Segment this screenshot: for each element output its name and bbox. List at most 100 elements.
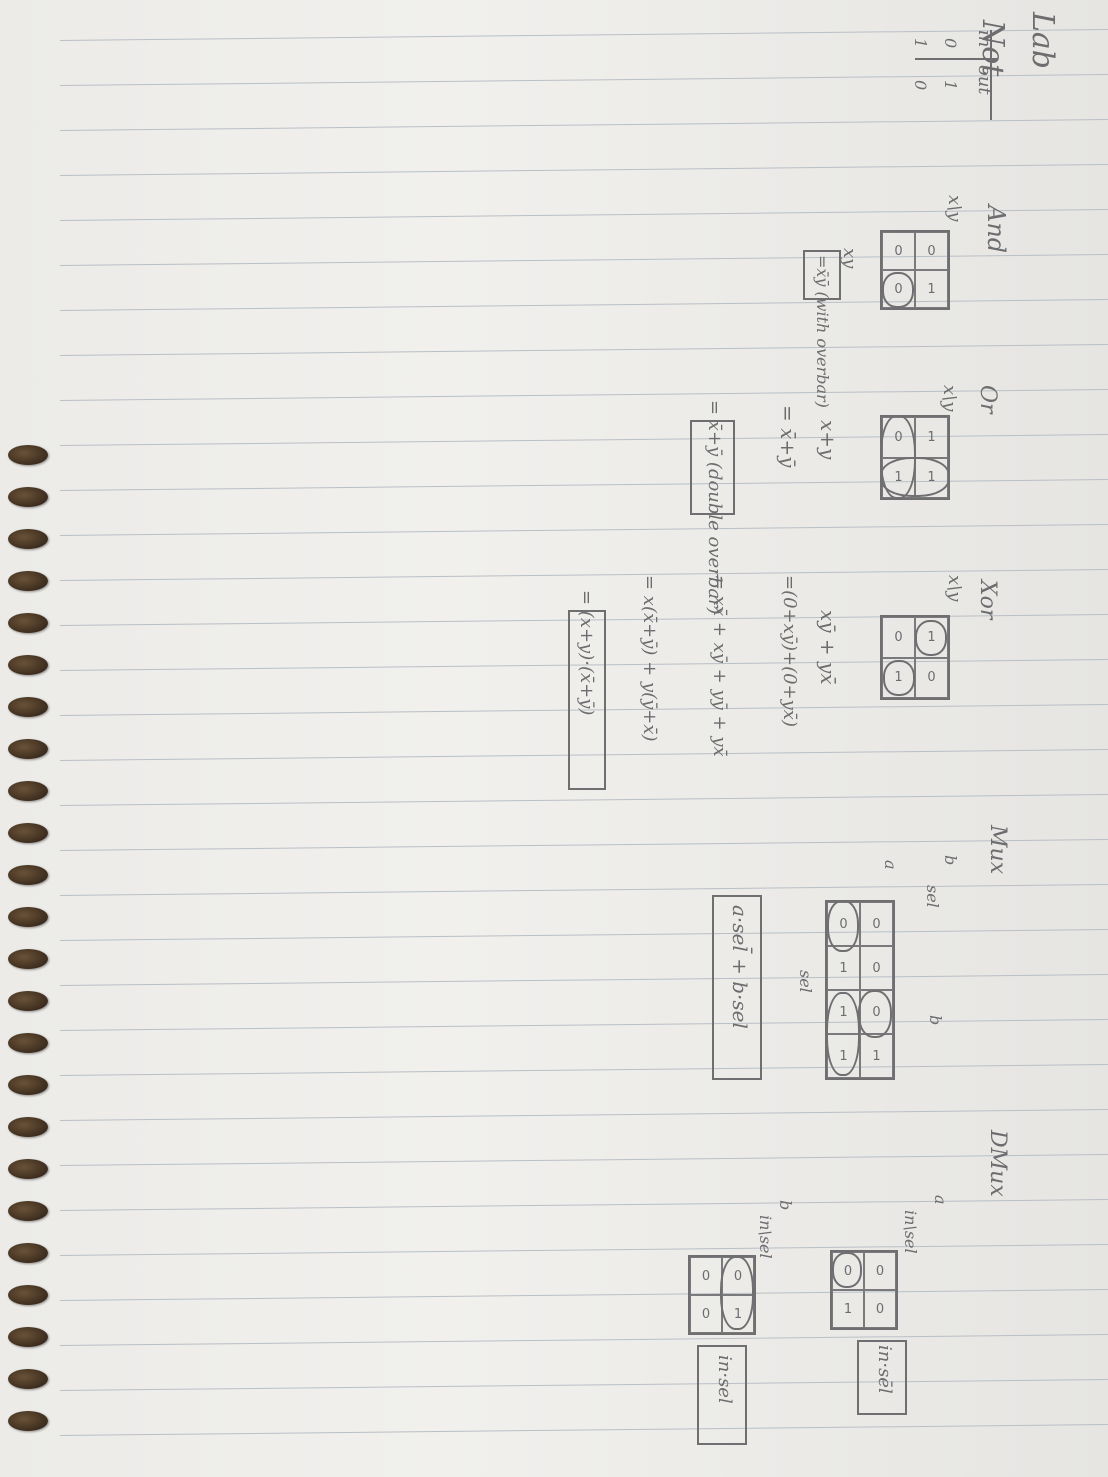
or-expr: x+y xyxy=(816,420,840,460)
dmux-b-label: b xyxy=(776,1200,795,1211)
ruled-line xyxy=(59,1154,1108,1166)
binding-hole xyxy=(8,1369,48,1389)
kmap-cell: 0 xyxy=(864,1290,896,1328)
not-row2-out: 0 xyxy=(911,80,930,91)
not-row1-in: 0 xyxy=(941,38,960,49)
not-header-divider xyxy=(990,30,992,120)
binding-hole xyxy=(8,991,48,1011)
kmap-cell: 1 xyxy=(915,417,948,458)
mux-title: Mux xyxy=(985,825,1010,875)
not-row1-out: 1 xyxy=(941,80,960,91)
binding-hole xyxy=(8,697,48,717)
ruled-line xyxy=(59,1244,1108,1256)
ruled-line xyxy=(59,164,1108,176)
kmap-cell: 0 xyxy=(690,1295,722,1333)
not-table-divider xyxy=(915,58,997,60)
ruled-line xyxy=(59,524,1108,536)
ruled-line xyxy=(59,1109,1108,1121)
binding-hole xyxy=(8,1117,48,1137)
mux-result: a·sel̄ + b·sel xyxy=(728,905,752,1029)
xor-step2: = xx̄ + xȳ + yȳ + yx̄ xyxy=(709,575,730,757)
binding-hole xyxy=(8,1201,48,1221)
binding-hole xyxy=(8,529,48,549)
binding-hole xyxy=(8,1159,48,1179)
ruled-line xyxy=(59,344,1108,356)
binding-hole xyxy=(8,1075,48,1095)
mux-circle-1 xyxy=(827,900,859,952)
or-axis: x\y xyxy=(939,385,960,412)
binding-hole xyxy=(8,655,48,675)
kmap-cell: 0 xyxy=(860,946,893,990)
ruled-line xyxy=(59,119,1108,131)
kmap-cell: 1 xyxy=(832,1290,864,1328)
xor-axis: x\y xyxy=(944,575,965,602)
mux-circle-3 xyxy=(826,992,860,1076)
not-row2-in: 1 xyxy=(911,38,930,49)
mux-b-bracket-label: b xyxy=(926,1015,945,1026)
binding-hole xyxy=(8,949,48,969)
binding-hole xyxy=(8,1411,48,1431)
binding-hole xyxy=(8,823,48,843)
kmap-cell: 0 xyxy=(690,1257,722,1295)
ruled-line xyxy=(59,929,1108,941)
spiral-binding xyxy=(0,0,60,1477)
or-grouping-circle-2 xyxy=(880,457,950,497)
binding-hole xyxy=(8,1285,48,1305)
xor-result-box xyxy=(568,610,606,790)
lab-heading: Lab xyxy=(1025,12,1060,70)
dmux-a-result-box xyxy=(857,1340,907,1415)
kmap-cell: 0 xyxy=(864,1252,896,1290)
kmap-cell: 1 xyxy=(827,946,860,990)
kmap-cell: 0 xyxy=(882,232,915,270)
dmux-a-result: in·sēl xyxy=(874,1345,895,1394)
binding-hole xyxy=(8,907,48,927)
mux-label-b: b xyxy=(941,855,960,866)
mux-sel-bracket-label: sel xyxy=(796,970,815,993)
binding-hole xyxy=(8,865,48,885)
ruled-line xyxy=(59,434,1108,446)
ruled-line xyxy=(59,1379,1108,1391)
and-expr: xy xyxy=(839,248,860,269)
dmux-b-result-box xyxy=(697,1345,747,1445)
xor-title: Xor xyxy=(975,580,1000,620)
binding-hole xyxy=(8,781,48,801)
mux-result-box xyxy=(712,895,762,1080)
dmux-title: DMux xyxy=(985,1130,1010,1197)
xor-step3: = x(x̄+ȳ) + y(ȳ+x̄) xyxy=(639,575,660,742)
ruled-line xyxy=(59,254,1108,266)
dmux-b-axis: in\sel xyxy=(756,1215,775,1259)
ruled-line xyxy=(59,1334,1108,1346)
ruled-line xyxy=(59,479,1108,491)
or-step1: = x̄+ȳ xyxy=(776,405,800,468)
binding-hole xyxy=(8,487,48,507)
xor-circle-2 xyxy=(883,660,915,696)
and-axis: x\y xyxy=(944,195,965,222)
mux-label-sel: sel xyxy=(923,885,942,908)
xor-circle-1 xyxy=(915,620,947,656)
binding-hole xyxy=(8,739,48,759)
or-title: Or xyxy=(975,385,1000,414)
dmux-a-circle xyxy=(832,1252,862,1288)
kmap-cell: 0 xyxy=(882,617,915,658)
ruled-line xyxy=(59,839,1108,851)
and-grouping-circle xyxy=(882,272,914,308)
ruled-line xyxy=(59,1019,1108,1031)
binding-hole xyxy=(8,445,48,465)
kmap-cell: 0 xyxy=(860,902,893,946)
ruled-line xyxy=(59,974,1108,986)
binding-hole xyxy=(8,613,48,633)
ruled-line xyxy=(59,1064,1108,1076)
dmux-a-label: a xyxy=(931,1195,950,1205)
and-result-box xyxy=(803,250,841,300)
and-result: =x̄ȳ (with overbar) xyxy=(813,255,832,408)
ruled-line xyxy=(59,1289,1108,1301)
kmap-cell: 1 xyxy=(860,1034,893,1078)
binding-hole xyxy=(8,1033,48,1053)
ruled-line xyxy=(59,1424,1108,1436)
dmux-b-circle xyxy=(720,1256,754,1330)
kmap-cell: 1 xyxy=(915,270,948,308)
kmap-cell: 0 xyxy=(915,657,948,698)
or-result-box xyxy=(690,420,735,515)
